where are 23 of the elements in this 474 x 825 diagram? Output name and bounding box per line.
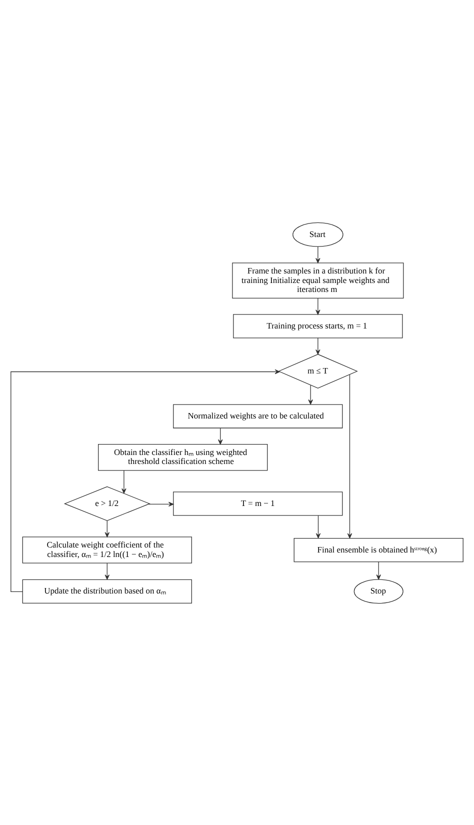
arrow: [316, 246, 320, 263]
node-box: Final ensemble is obtained hˢᵗʳᵒⁿᵍ(x): [294, 537, 464, 562]
arrow: [316, 298, 320, 314]
node-box: Obtain the classifier hₘ using weighted threshold classification scheme: [98, 444, 268, 470]
arrow: [316, 514, 321, 538]
arrow: [376, 561, 381, 580]
node-box: Training process starts, m = 1: [233, 314, 403, 338]
arrow: [104, 520, 110, 537]
node-diamond: m ≤ T: [278, 353, 358, 388]
node-box: Update the distribution based on αₘ: [22, 578, 192, 603]
node-box: Frame the samples in a distribution k for training Initialize equal sample weights and iterations m: [232, 262, 404, 298]
node-box: Normalized weights are to be calculated: [173, 404, 343, 428]
arrow: [308, 384, 313, 404]
node-ellipse: Start: [292, 222, 344, 246]
arrow: [218, 427, 223, 444]
arrow: [104, 562, 110, 580]
node-box: Calculate weight coefficient of the classifier, αₘ = 1/2 ln((1 − eₘ)/eₘ): [22, 536, 192, 563]
node-box: T = m − 1: [173, 491, 343, 516]
arrow: [347, 374, 352, 538]
node-ellipse: Stop: [354, 578, 404, 604]
arrow: [148, 501, 174, 506]
arrow: [316, 337, 320, 354]
arrow: [122, 470, 126, 493]
